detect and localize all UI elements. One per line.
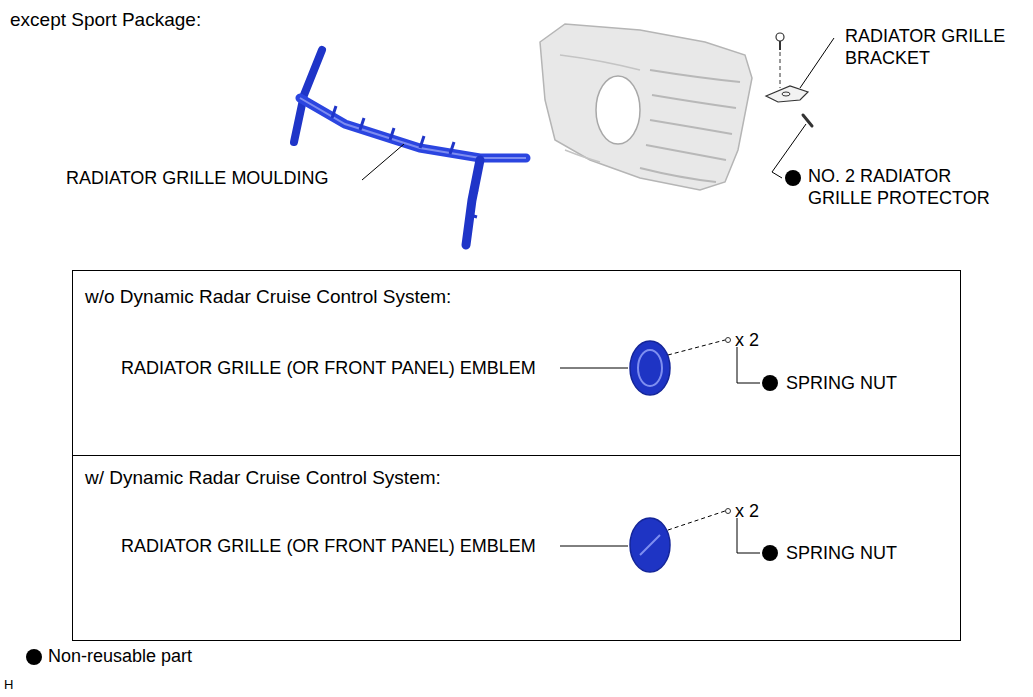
radiator-grille bbox=[540, 24, 752, 190]
part-label: NO. 2 RADIATOR GRILLE PROTECTOR bbox=[808, 166, 1008, 209]
leader-line bbox=[800, 38, 834, 88]
variant-panel: w/o Dynamic Radar Cruise Control System:… bbox=[72, 270, 961, 456]
spring-nut bbox=[726, 338, 731, 343]
variant-heading: except Sport Package: bbox=[10, 9, 201, 32]
emblem-body bbox=[630, 518, 670, 572]
moulding-highlight bbox=[300, 98, 526, 158]
bracket-hole bbox=[782, 92, 790, 96]
leader-line bbox=[772, 124, 806, 178]
moulding-arm bbox=[466, 160, 480, 245]
emblem bbox=[630, 518, 670, 572]
leader-line bbox=[560, 546, 628, 547]
part-label: SPRING NUT bbox=[786, 373, 897, 395]
assembly-line bbox=[668, 340, 725, 355]
moulding-tab bbox=[470, 190, 478, 217]
emblem bbox=[630, 341, 670, 395]
leader-line bbox=[560, 368, 628, 369]
grille-body bbox=[540, 24, 752, 190]
emblem-logo bbox=[640, 535, 660, 555]
leader-line bbox=[737, 518, 760, 553]
emblem-body bbox=[630, 341, 670, 395]
non-reusable-dot bbox=[762, 545, 778, 561]
part-label: RADIATOR GRILLE (OR FRONT PANEL) EMBLEM bbox=[121, 536, 536, 558]
leader-line bbox=[362, 144, 404, 180]
moulding-tab bbox=[332, 106, 454, 154]
bracket-plate bbox=[766, 86, 808, 102]
assembly-line bbox=[780, 52, 781, 88]
quantity-label: x 2 bbox=[735, 501, 759, 523]
legend-text: Non-reusable part bbox=[48, 646, 192, 668]
grille-edge bbox=[560, 55, 640, 162]
grille-moulding bbox=[294, 50, 526, 245]
part-label: SPRING NUT bbox=[786, 543, 897, 565]
bolt-head bbox=[776, 33, 784, 41]
protector-pin bbox=[803, 115, 812, 126]
panel-heading: w/ Dynamic Radar Cruise Control System: bbox=[85, 467, 441, 490]
emblem-logo bbox=[638, 350, 662, 386]
moulding-bar bbox=[300, 98, 526, 158]
spring-nut bbox=[726, 509, 731, 514]
grille-hole bbox=[596, 76, 640, 144]
assembly-line bbox=[668, 511, 725, 530]
part-label: RADIATOR GRILLE (OR FRONT PANEL) EMBLEM bbox=[121, 358, 536, 380]
grille-protector bbox=[803, 115, 812, 126]
grille-slat bbox=[640, 70, 740, 182]
non-reusable-dot bbox=[785, 170, 801, 186]
leader-line bbox=[737, 347, 760, 383]
panel-heading: w/o Dynamic Radar Cruise Control System: bbox=[85, 286, 451, 309]
quantity-label: x 2 bbox=[735, 330, 759, 352]
non-reusable-dot bbox=[762, 375, 778, 391]
legend-dot bbox=[26, 649, 42, 665]
bolt-shank bbox=[779, 41, 781, 50]
variant-panel: w/ Dynamic Radar Cruise Control System: R… bbox=[72, 455, 961, 641]
figure-code: H bbox=[4, 677, 13, 693]
grille-bracket bbox=[766, 33, 808, 102]
part-label: RADIATOR GRILLE BRACKET bbox=[845, 26, 1025, 69]
part-label: RADIATOR GRILLE MOULDING bbox=[66, 168, 328, 190]
